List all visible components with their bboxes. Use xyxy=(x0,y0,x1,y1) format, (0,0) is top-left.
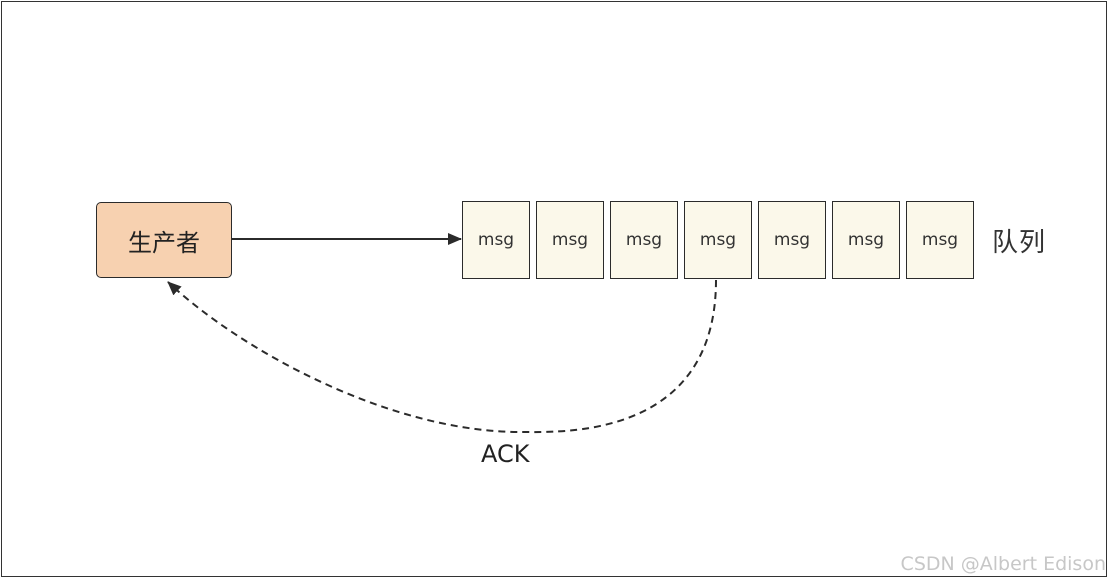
watermark: CSDN @Albert Edison xyxy=(900,553,1106,575)
message-label: msg xyxy=(477,230,515,250)
message-box: msg xyxy=(758,201,826,279)
message-label: msg xyxy=(921,230,959,250)
message-queue: msg msg msg msg msg msg msg xyxy=(462,201,974,279)
message-box: msg xyxy=(832,201,900,279)
message-box: msg xyxy=(610,201,678,279)
message-label: msg xyxy=(625,230,663,250)
message-label: msg xyxy=(551,230,589,250)
message-box: msg xyxy=(684,201,752,279)
producer-node: 生产者 xyxy=(96,202,232,278)
message-box: msg xyxy=(536,201,604,279)
message-label: msg xyxy=(847,230,885,250)
ack-arrow xyxy=(167,279,717,434)
ack-label: ACK xyxy=(481,440,530,468)
message-label: msg xyxy=(699,230,737,250)
producer-label: 生产者 xyxy=(128,228,200,257)
message-box: msg xyxy=(906,201,974,279)
message-label: msg xyxy=(773,230,811,250)
message-box: msg xyxy=(462,201,530,279)
queue-label: 队列 xyxy=(992,228,1047,258)
